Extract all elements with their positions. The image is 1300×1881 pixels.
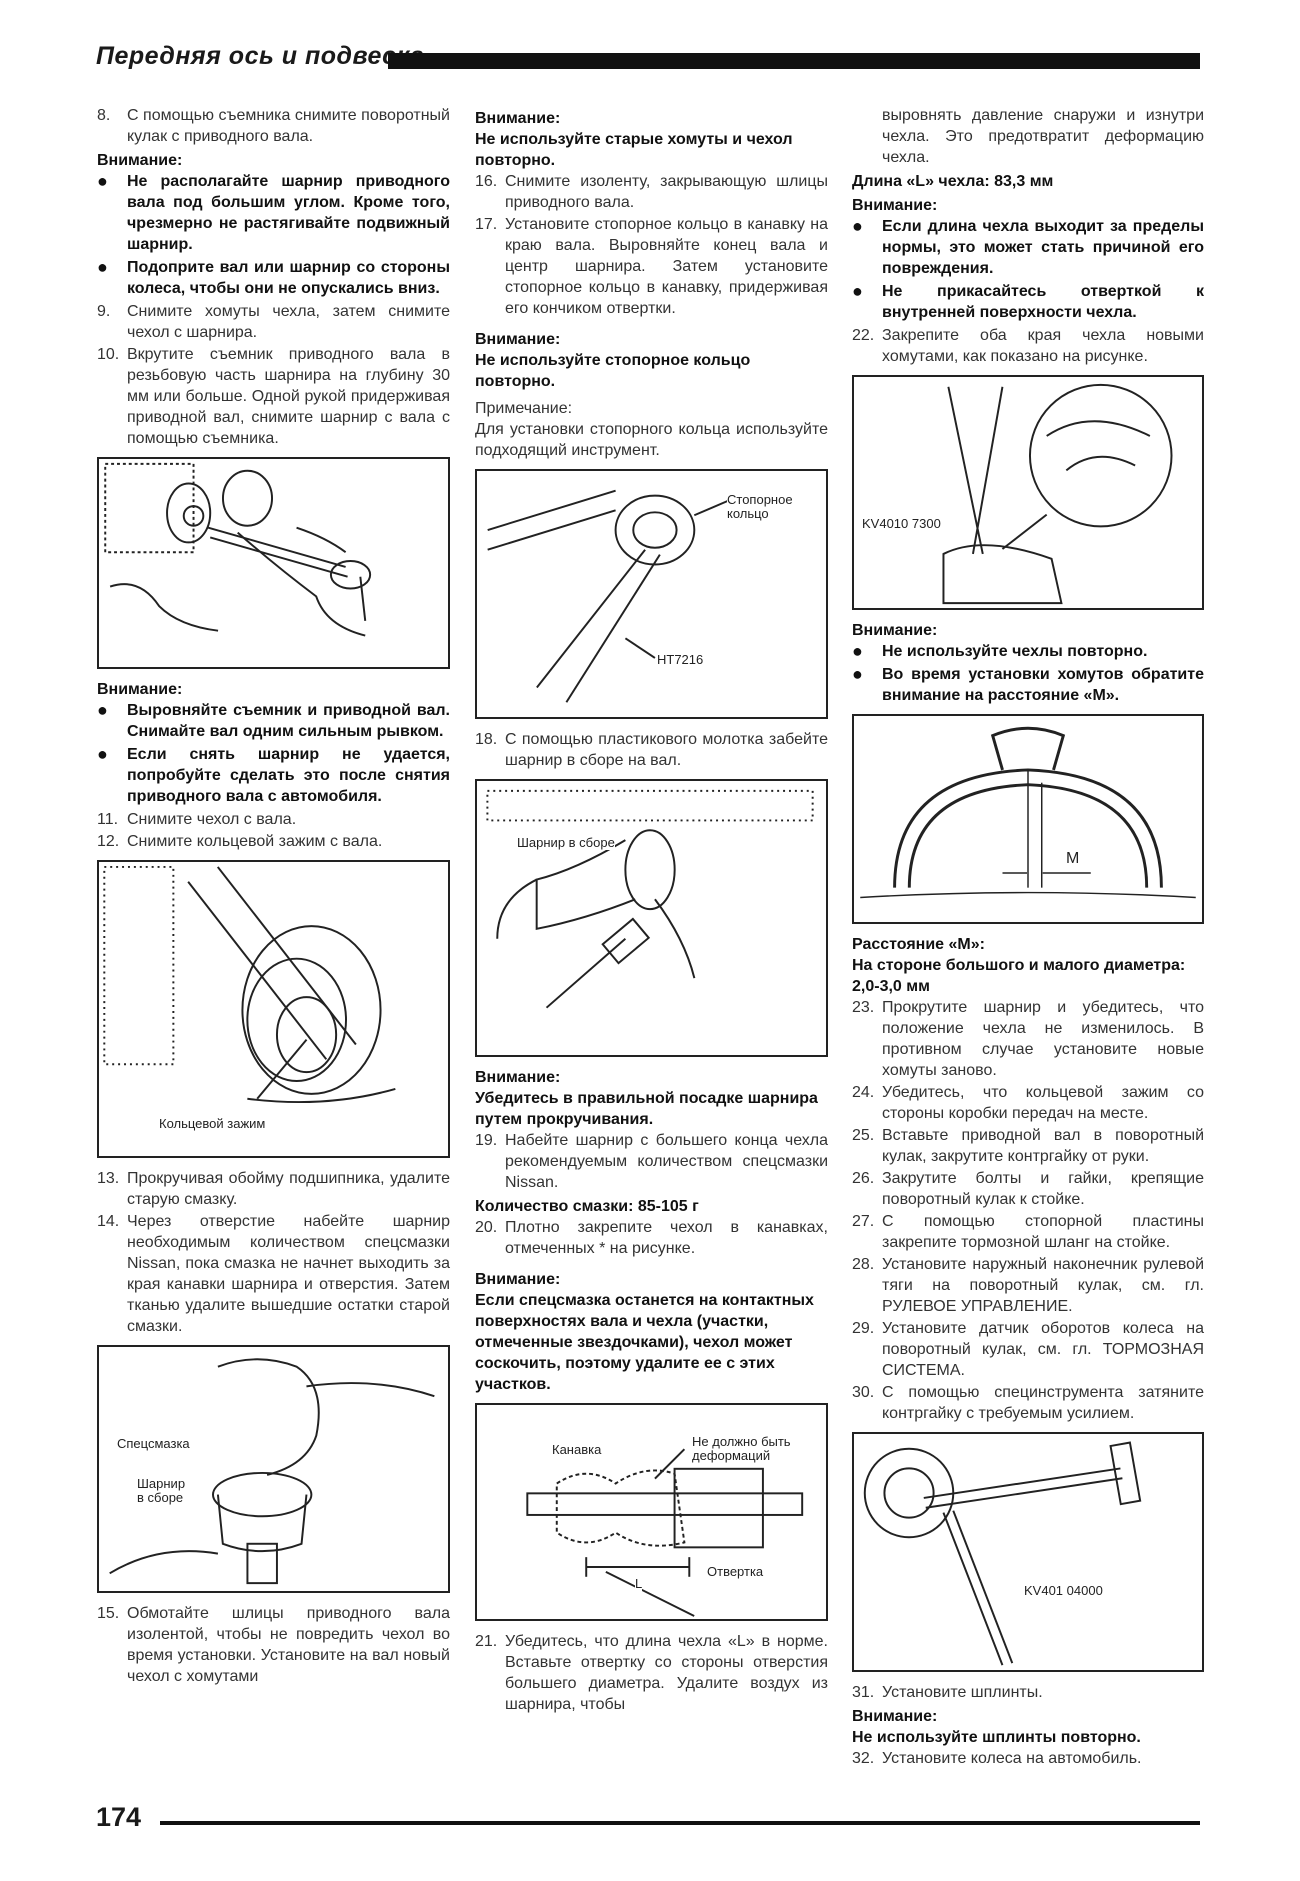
step-20: 20.Плотно закрепите чехол в канавках, от… xyxy=(475,1219,828,1257)
figure-callout: Стопорное кольцо xyxy=(727,493,797,521)
step-16: 16.Снимите изоленту, закрывающую шлицы п… xyxy=(475,173,828,211)
figure-callout: Отвертка xyxy=(707,1564,764,1579)
attention-label: Внимание: xyxy=(97,681,183,698)
step-15: 15.Обмотайте шлицы приводного вала изоле… xyxy=(97,1605,450,1685)
figure-callout: Спецсмазка xyxy=(117,1436,190,1451)
step-21: 21.Убедитесь, что длина чехла «L» в норм… xyxy=(475,1633,828,1713)
step-23: 23.Прокрутите шарнир и убедитесь, что по… xyxy=(852,999,1204,1079)
footer-bar xyxy=(160,1821,1200,1825)
figure-callout: Шарнир в сборе xyxy=(137,1476,187,1505)
warning-bullet: ●Выровняйте съемник и приводной вал. Сни… xyxy=(97,700,450,740)
step-9: 9.Снимите хомуты чехла, затем снимите че… xyxy=(97,303,450,341)
puller-illustration xyxy=(104,462,372,637)
column-1: 8.С помощью съемника снимите поворотный … xyxy=(97,105,450,1688)
grease-illustration xyxy=(109,1358,435,1585)
step-27: 27.С помощью стопорной пластины закрепит… xyxy=(852,1213,1204,1251)
warning-bullet: ●Не используйте чехлы повторно. xyxy=(852,641,1148,661)
figure-callout: M xyxy=(1066,850,1080,867)
figure-callout: HT7216 xyxy=(657,652,704,667)
figure-callout: L xyxy=(635,1576,643,1591)
step-30: 30.С помощью специнструмента затяните ко… xyxy=(852,1384,1204,1422)
step-22: 22.Закрепите оба края чехла новыми хомут… xyxy=(852,327,1204,365)
step-14: 14.Через отверстие набейте шарнир необхо… xyxy=(97,1213,450,1335)
distance-label: Расстояние «М»: xyxy=(852,936,985,953)
figure-boot-length: Канавка Не должно быть деформаций L Отве… xyxy=(475,1403,828,1621)
step-11: 11.Снимите чехол с вала. xyxy=(97,811,297,828)
torque-illustration xyxy=(863,1441,1142,1666)
page-number: 174 xyxy=(96,1802,142,1832)
attention-label: Внимание: xyxy=(852,1708,938,1725)
figure-callout: Кольцевой зажим xyxy=(159,1116,266,1131)
attention-label: Внимание: xyxy=(852,622,938,639)
warning-bullet: ●Не прикасайтесь отверткой к внутренней … xyxy=(852,281,1204,321)
section-title: Передняя ось и подвеска xyxy=(96,42,425,70)
figure-callout: Канавка xyxy=(552,1442,602,1457)
step-32: 32.Установите колеса на автомобиль. xyxy=(852,1750,1142,1767)
figure-clamp-tool: KV4010 7300 xyxy=(852,375,1204,610)
figure-clamp-distance: M xyxy=(852,714,1204,924)
figure-callout: KV4010 7300 xyxy=(862,516,941,531)
clamp-distance-illustration xyxy=(860,726,1196,899)
distance-spec: На стороне большого и малого диаметра: 2… xyxy=(852,957,1186,995)
pliers-illustration xyxy=(487,489,730,703)
header-bar xyxy=(388,53,1200,69)
step-31: 31.Установите шплинты. xyxy=(852,1684,1043,1701)
step-26: 26.Закрутите болты и гайки, крепящие пов… xyxy=(852,1170,1204,1208)
warning-bullet: ●Не располагайте шарнир приводного вала … xyxy=(97,171,450,253)
note-text: Для установки стопорного кольца использу… xyxy=(475,421,828,459)
boot-length-spec: Длина «L» чехла: 83,3 мм xyxy=(852,173,1054,190)
attention-text: Если спецсмазка останется на контактных … xyxy=(475,1292,814,1393)
attention-label: Внимание: xyxy=(475,331,561,348)
figure-hammer-joint: Шарнир в сборе xyxy=(475,779,828,1057)
step-10: 10.Вкрутите съемник приводного вала в ре… xyxy=(97,346,450,447)
attention-text: Убедитесь в правильной посадке шарнира п… xyxy=(475,1090,818,1128)
attention-text: Не используйте шплинты повторно. xyxy=(852,1729,1141,1746)
figure-grease-fill: Спецсмазка Шарнир в сборе xyxy=(97,1345,450,1593)
step-13: 13.Прокручивая обойму подшипника, удалит… xyxy=(97,1170,450,1208)
figure-puller-removal xyxy=(97,457,450,669)
step-28: 28.Установите наружный наконечник рулево… xyxy=(852,1256,1204,1315)
step-8: 8.С помощью съемника снимите поворотный … xyxy=(97,107,450,145)
attention-text: Не используйте старые хомуты и чехол пов… xyxy=(475,131,793,169)
attention-label: Внимание: xyxy=(852,197,938,214)
attention-label: Внимание: xyxy=(475,1069,561,1086)
attention-label: Внимание: xyxy=(97,152,183,169)
figure-callout: Шарнир в сборе xyxy=(517,835,615,850)
boot-illustration xyxy=(526,1448,804,1617)
attention-label: Внимание: xyxy=(475,110,561,127)
warning-bullet: ●Во время установки хомутов обратите вни… xyxy=(852,664,1204,704)
figure-callout: Не должно быть деформаций xyxy=(692,1435,802,1463)
attention-label: Внимание: xyxy=(475,1271,561,1288)
step-18: 18.С помощью пластикового молотка забейт… xyxy=(475,731,828,769)
attention-text: Не используйте стопорное кольцо повторно… xyxy=(475,352,751,390)
figure-snap-ring: Кольцевой зажим xyxy=(97,860,450,1158)
step-12: 12.Снимите кольцевой зажим с вала. xyxy=(97,833,383,850)
warning-bullet: ●Подоприте вал или шарнир со стороны кол… xyxy=(97,257,450,297)
grease-quantity: Количество смазки: 85-105 г xyxy=(475,1198,699,1215)
step-25: 25.Вставьте приводной вал в поворотный к… xyxy=(852,1127,1204,1165)
warning-bullet: ●Если длина чехла выходит за пределы нор… xyxy=(852,216,1204,277)
warning-bullet: ●Если снять шарнир не удается, попробуйт… xyxy=(97,744,450,805)
snap-ring-illustration xyxy=(103,865,396,1104)
column-3: выровнять давление снаружи и изнутри чех… xyxy=(852,105,1204,1770)
hammer-illustration xyxy=(486,789,814,1009)
step-24: 24.Убедитесь, что кольцевой зажим со сто… xyxy=(852,1084,1204,1122)
step-19: 19.Набейте шарнир с большего конца чехла… xyxy=(475,1132,828,1191)
note-label: Примечание: xyxy=(475,400,573,417)
figure-torque-wrench: KV401 04000 xyxy=(852,1432,1204,1672)
column-2: Внимание: Не используйте старые хомуты и… xyxy=(475,105,828,1716)
figure-snap-ring-pliers: Стопорное кольцо HT7216 xyxy=(475,469,828,719)
step-17: 17.Установите стопорное кольцо в канавку… xyxy=(475,216,828,317)
figure-callout: KV401 04000 xyxy=(1024,1583,1103,1598)
step-29: 29.Установите датчик оборотов колеса на … xyxy=(852,1320,1204,1379)
clamp-illustration xyxy=(942,383,1173,605)
step-21-continued: выровнять давление снаружи и изнутри чех… xyxy=(882,107,1204,166)
